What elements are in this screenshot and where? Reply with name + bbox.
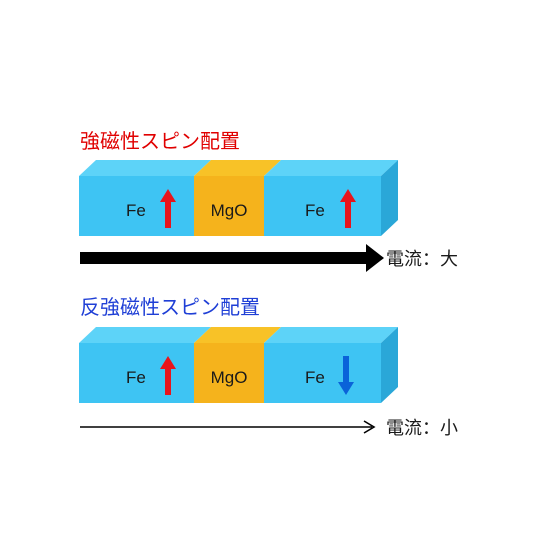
junction-stack: Fe MgO Fe xyxy=(79,160,398,236)
thin-arrow-icon xyxy=(363,420,376,434)
up-arrow-icon xyxy=(160,189,176,228)
mgo-label: MgO xyxy=(211,368,248,387)
current-arrow-small xyxy=(80,420,376,434)
antiferromagnetic-title: 反強磁性スピン配置 xyxy=(80,295,260,319)
fe-layer-side-face xyxy=(381,160,398,236)
fe-layer-side-face xyxy=(381,327,398,403)
fe-layer-right xyxy=(264,176,381,236)
current-arrow-large xyxy=(80,244,384,272)
fe-label-left: Fe xyxy=(126,368,146,387)
mgo-layer xyxy=(194,343,264,403)
fe-label-right: Fe xyxy=(305,368,325,387)
ferromagnetic-panel: 強磁性スピン配置 Fe MgO Fe 電流：大 xyxy=(79,129,458,272)
up-arrow-icon xyxy=(340,189,356,228)
fe-layer-left xyxy=(79,176,194,236)
down-arrow-icon xyxy=(338,356,354,395)
fe-layer-top-face xyxy=(264,160,398,176)
fe-label-left: Fe xyxy=(126,201,146,220)
mgo-layer-top-face xyxy=(194,327,281,343)
fe-layer-top-face xyxy=(79,160,211,176)
fe-layer-left xyxy=(79,343,194,403)
mgo-layer-top-face xyxy=(194,160,281,176)
mgo-layer xyxy=(194,176,264,236)
current-label-small: 電流：小 xyxy=(386,418,458,439)
junction-stack: Fe MgO Fe xyxy=(79,327,398,403)
up-arrow-icon xyxy=(160,356,176,395)
thick-arrow-shaft xyxy=(80,252,368,264)
fe-layer-right xyxy=(264,343,381,403)
ferromagnetic-title: 強磁性スピン配置 xyxy=(80,129,240,153)
antiferromagnetic-panel: 反強磁性スピン配置 Fe MgO Fe 電流：小 xyxy=(79,295,458,439)
fe-label-right: Fe xyxy=(305,201,325,220)
mgo-label: MgO xyxy=(211,201,248,220)
fe-layer-top-face xyxy=(264,327,398,343)
thick-arrow-icon xyxy=(366,244,384,272)
fe-layer-top-face xyxy=(79,327,211,343)
current-label-large: 電流：大 xyxy=(386,249,458,270)
